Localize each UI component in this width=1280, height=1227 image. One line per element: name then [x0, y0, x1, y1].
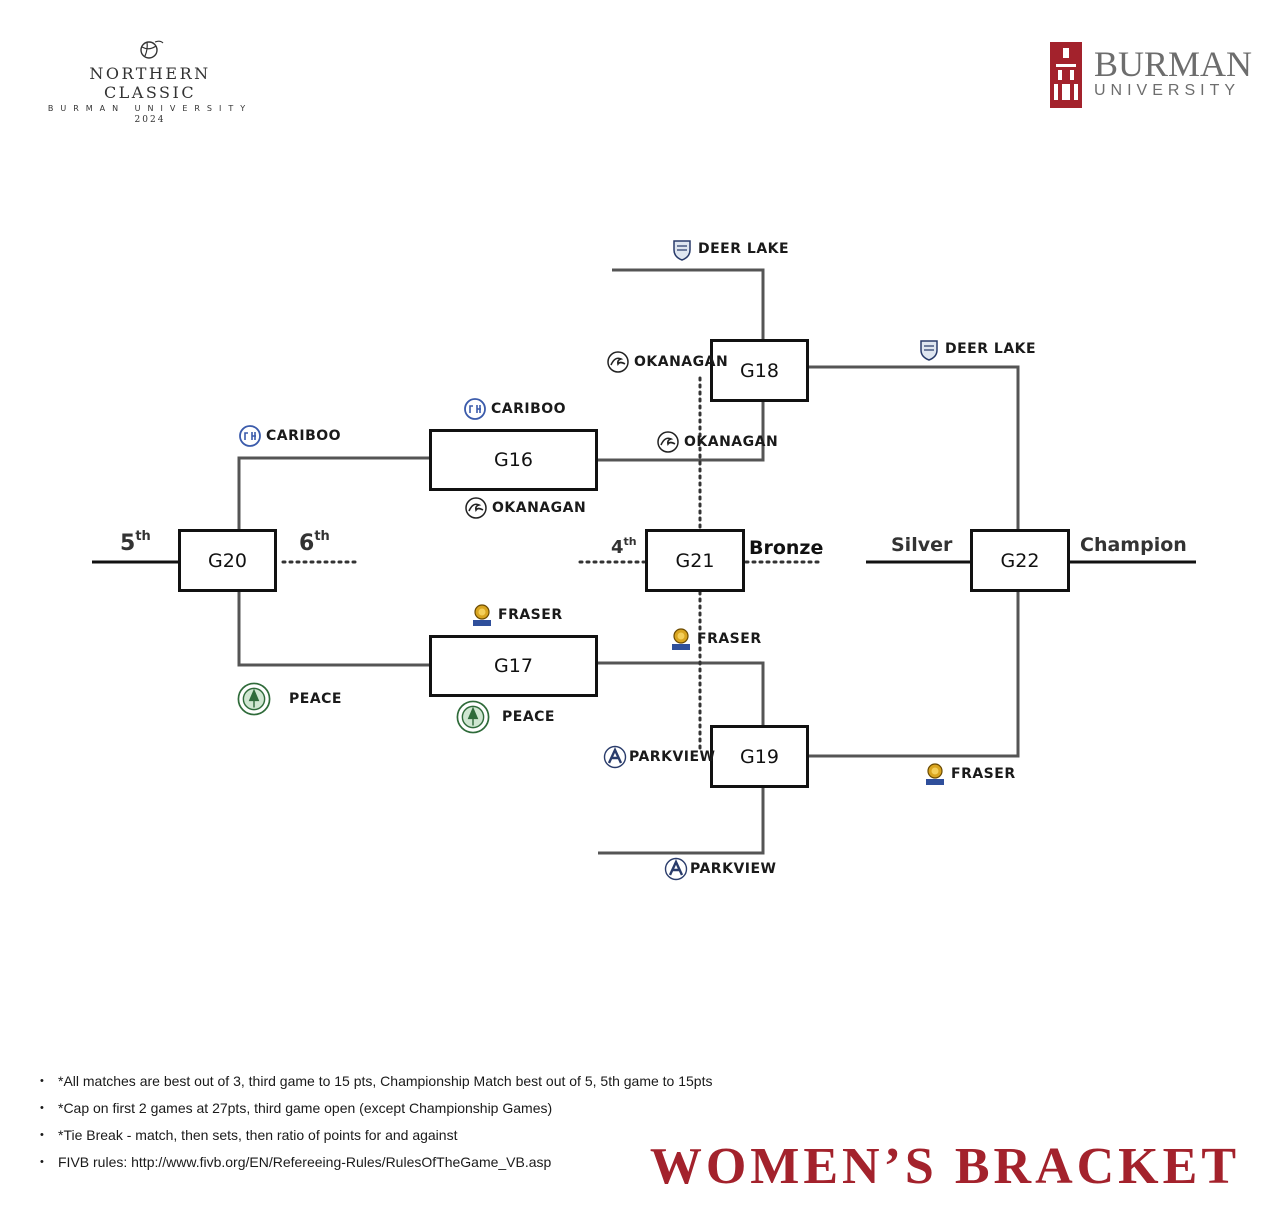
team-cariboo-g16: CARIBOO	[463, 397, 566, 421]
line-g18-g22	[807, 365, 1020, 530]
place-silver: Silver	[891, 534, 953, 556]
wave-icon	[465, 497, 487, 519]
team-name: DEER LAKE	[945, 341, 1037, 357]
event-subtitle: BURMAN UNIVERSITY	[47, 104, 253, 113]
line-g16-g20	[237, 456, 430, 531]
place-number: 6	[299, 531, 315, 556]
team-name: FRASER	[951, 766, 1016, 782]
team-okanagan-g16: OKANAGAN	[464, 496, 586, 520]
line-g18-top	[612, 268, 765, 340]
peace-seal-icon	[237, 682, 271, 716]
place-suffix: th	[314, 529, 330, 544]
line-g16-g18	[596, 400, 765, 462]
place-bronze: Bronze	[749, 537, 824, 559]
game-label: G17	[494, 655, 533, 677]
team-name: FRASER	[697, 631, 762, 647]
event-year: 2024	[134, 115, 166, 125]
team-okanagan-g18: OKANAGAN	[606, 350, 728, 374]
event-title: NORTHERN CLASSIC	[89, 64, 211, 102]
line-g19-g22	[807, 590, 1020, 758]
burman-university-logo: BURMAN UNIVERSITY	[1050, 42, 1253, 108]
place-fifth: 5th	[120, 529, 151, 556]
place-number: 4	[611, 537, 624, 558]
place-number: 5	[120, 531, 136, 556]
game-label: G21	[675, 549, 715, 572]
team-fraser-g22: FRASER	[923, 762, 1016, 786]
note-item: *All matches are best out of 3, third ga…	[40, 1068, 760, 1095]
game-g19[interactable]: G19	[710, 725, 809, 788]
team-parkview-g19: PARKVIEW	[603, 745, 716, 769]
northern-classic-logo: NORTHERN CLASSIC BURMAN UNIVERSITY 2024	[40, 38, 260, 125]
rules-notes: *All matches are best out of 3, third ga…	[40, 1068, 760, 1176]
cariboo-emblem-icon	[239, 425, 261, 447]
cariboo-emblem-icon	[464, 398, 486, 420]
game-label: G20	[208, 549, 247, 572]
game-g16[interactable]: G16	[429, 429, 598, 491]
note-item: *Cap on first 2 games at 27pts, third ga…	[40, 1095, 760, 1122]
team-name: FRASER	[498, 607, 563, 623]
team-fraser-g17: FRASER	[470, 603, 563, 627]
game-label: G16	[494, 449, 533, 471]
place-fourth: 4th	[611, 535, 637, 558]
wave-icon	[657, 431, 679, 453]
game-g20[interactable]: G20	[178, 529, 277, 592]
game-label: G22	[1000, 549, 1040, 572]
team-deer-lake-g18-top: DEER LAKE	[670, 237, 789, 261]
team-deer-lake-g22: DEER LAKE	[917, 337, 1036, 361]
team-okanagan-g16-winner: OKANAGAN	[656, 430, 778, 454]
lion-icon	[672, 628, 690, 650]
game-label: G18	[740, 359, 779, 382]
game-g17[interactable]: G17	[429, 635, 598, 697]
team-name: CARIBOO	[266, 428, 342, 444]
team-peace-g17: PEACE	[456, 700, 555, 734]
team-name: OKANAGAN	[684, 434, 779, 450]
team-name: PEACE	[502, 709, 555, 725]
team-name: PARKVIEW	[690, 861, 777, 877]
peace-seal-icon	[456, 700, 490, 734]
team-peace-g20: PEACE	[237, 682, 342, 716]
lion-icon	[926, 763, 944, 785]
team-name: CARIBOO	[491, 401, 567, 417]
line-g17-g20	[237, 590, 430, 667]
place-sixth: 6th	[299, 529, 330, 556]
wave-icon	[607, 351, 629, 373]
team-parkview-g19-bottom: PARKVIEW	[664, 857, 777, 881]
parkview-a-icon	[664, 857, 688, 881]
lion-icon	[473, 604, 491, 626]
place-suffix: th	[623, 535, 637, 548]
game-g18[interactable]: G18	[710, 339, 809, 402]
line-g19-bottom	[598, 786, 765, 855]
parkview-a-icon	[603, 745, 627, 769]
university-name: BURMAN	[1094, 44, 1253, 84]
team-name: PARKVIEW	[629, 749, 716, 765]
team-fraser-g17-winner: FRASER	[669, 627, 762, 651]
team-name: PEACE	[289, 691, 342, 707]
team-name: OKANAGAN	[634, 354, 729, 370]
team-name: OKANAGAN	[492, 500, 587, 516]
university-building-icon	[1050, 42, 1082, 108]
team-name: DEER LAKE	[698, 241, 790, 257]
place-champion: Champion	[1080, 534, 1187, 556]
game-label: G19	[740, 745, 779, 768]
game-g21[interactable]: G21	[645, 529, 745, 592]
university-word: UNIVERSITY	[1094, 82, 1241, 99]
crest-icon	[920, 340, 938, 361]
volleyball-icon	[140, 40, 164, 59]
crest-icon	[673, 240, 691, 261]
note-item: *Tie Break - match, then sets, then rati…	[40, 1122, 760, 1149]
line-g17-g19	[596, 661, 765, 726]
team-cariboo-g20: CARIBOO	[238, 424, 341, 448]
note-item: FIVB rules: http://www.fivb.org/EN/Refer…	[40, 1149, 760, 1176]
place-suffix: th	[135, 529, 151, 544]
game-g22[interactable]: G22	[970, 529, 1070, 592]
bracket-title: WOMEN’S BRACKET	[649, 1138, 1240, 1195]
